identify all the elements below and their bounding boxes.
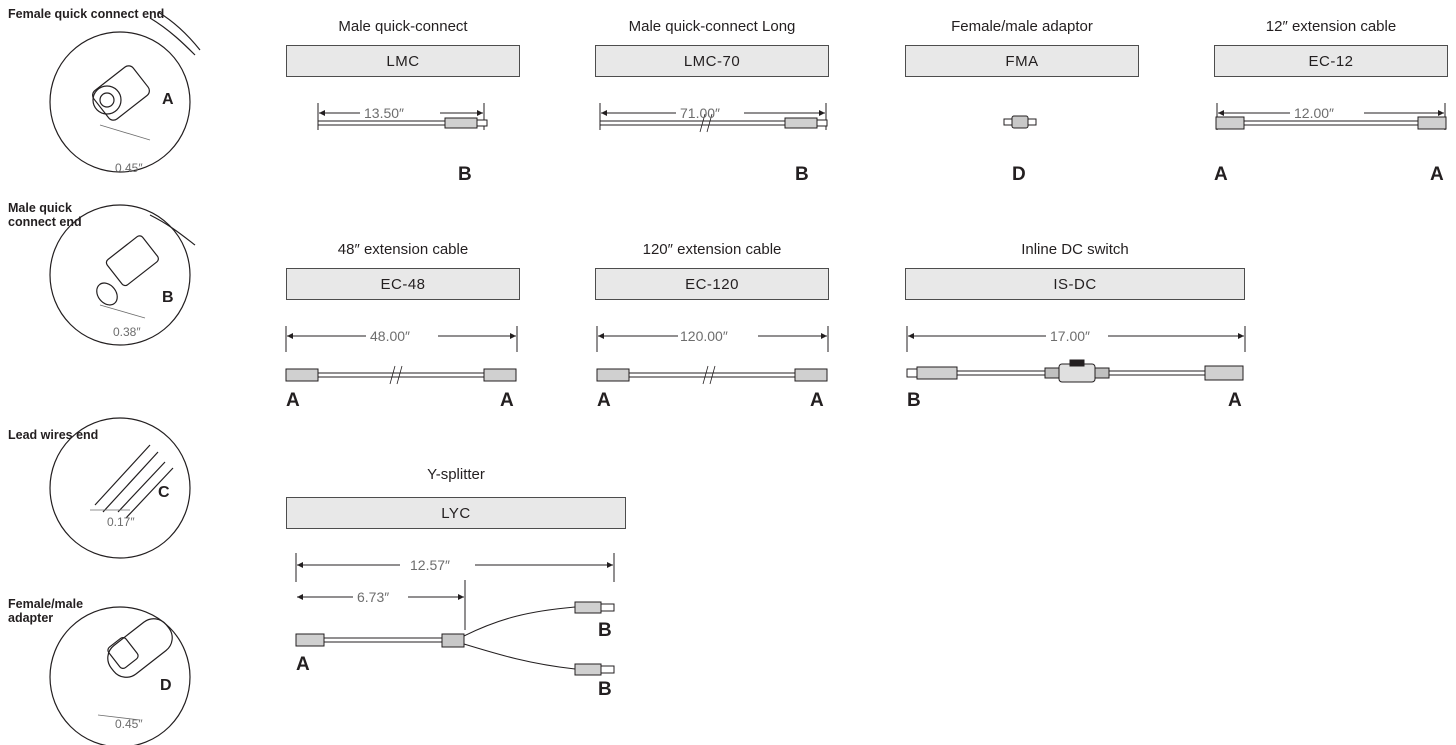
detail-circle bbox=[49, 31, 191, 173]
dimension-lyc-total: 12.57″ bbox=[410, 557, 450, 573]
connector-letter-d: D bbox=[160, 677, 172, 694]
end-letter-ec-48-right: A bbox=[500, 390, 514, 411]
female-quick-connect-detail bbox=[49, 11, 201, 173]
end-letter-ec-12-right: A bbox=[1430, 164, 1444, 185]
product-code-lmc-70: LMC-70 bbox=[595, 45, 829, 77]
dimension-ec-12: 12.00″ bbox=[1294, 105, 1334, 121]
product-code-lyc: LYC bbox=[286, 497, 626, 529]
end-letter-ec-12-left: A bbox=[1214, 164, 1228, 185]
male-quick-connect-detail bbox=[49, 204, 196, 346]
connector-dim-d: 0.45″ bbox=[115, 717, 143, 731]
end-letter-ec-120-left: A bbox=[597, 390, 611, 411]
product-title-lmc: Male quick-connect bbox=[338, 18, 468, 35]
detail-circle bbox=[49, 606, 191, 745]
dimension-ec-48: 48.00″ bbox=[370, 328, 410, 344]
connector-end-label-b: Male quick connect end bbox=[8, 201, 82, 229]
product-title-lmc-70: Male quick-connect Long bbox=[628, 18, 796, 35]
cable-ec-12 bbox=[1215, 103, 1447, 130]
product-code-ec-48: EC-48 bbox=[286, 268, 520, 300]
cable-lyc bbox=[295, 553, 615, 676]
dimension-ec-120: 120.00″ bbox=[680, 328, 728, 344]
connector-dim-c: 0.17″ bbox=[107, 515, 135, 529]
product-title-fma: Female/male adaptor bbox=[951, 18, 1093, 35]
connector-letter-a: A bbox=[162, 91, 174, 108]
lead-wires-detail bbox=[49, 417, 191, 559]
product-title-ec-48: 48″ extension cable bbox=[337, 241, 469, 258]
end-letter-fma: D bbox=[1012, 164, 1026, 185]
end-letter-lmc-70-right: B bbox=[795, 164, 809, 185]
detail-circle bbox=[49, 417, 191, 559]
end-letter-ec-48-left: A bbox=[286, 390, 300, 411]
product-code-lmc: LMC bbox=[286, 45, 520, 77]
end-letter-is-dc-right: A bbox=[1228, 390, 1242, 411]
detail-circle bbox=[49, 204, 191, 346]
product-title-ec-120: 120″ extension cable bbox=[642, 241, 782, 258]
product-code-is-dc: IS-DC bbox=[905, 268, 1245, 300]
cable-is-dc bbox=[906, 326, 1246, 383]
connector-dim-b: 0.38″ bbox=[113, 325, 141, 339]
product-title-ec-12: 12″ extension cable bbox=[1265, 18, 1397, 35]
cable-lmc bbox=[317, 103, 488, 130]
dimension-is-dc: 17.00″ bbox=[1050, 328, 1090, 344]
end-letter-lmc-right: B bbox=[458, 164, 472, 185]
connector-end-label-a: Female quick connect end bbox=[8, 7, 165, 21]
connector-letter-c: C bbox=[158, 484, 170, 501]
end-letter-lyc-right-top: B bbox=[598, 620, 612, 641]
end-letter-ec-120-right: A bbox=[810, 390, 824, 411]
cable-ec-48 bbox=[285, 326, 518, 385]
cable-lmc-70 bbox=[599, 103, 828, 133]
connector-end-label-c: Lead wires end bbox=[8, 428, 99, 442]
product-code-fma: FMA bbox=[905, 45, 1139, 77]
connector-letter-b: B bbox=[162, 289, 174, 306]
connector-end-label-d: Female/male adapter bbox=[8, 597, 84, 625]
product-title-is-dc: Inline DC switch bbox=[1021, 241, 1129, 258]
dimension-lmc: 13.50″ bbox=[364, 105, 404, 121]
end-letter-lyc-right-bottom: B bbox=[598, 679, 612, 700]
end-letter-is-dc-left: B bbox=[907, 390, 921, 411]
connector-dim-a: 0.45″ bbox=[115, 161, 143, 175]
female-male-adapter-detail bbox=[49, 606, 191, 745]
dimension-lmc-70: 71.00″ bbox=[680, 105, 720, 121]
male-connector bbox=[444, 117, 478, 129]
cable-fma bbox=[1003, 115, 1037, 129]
end-letter-lyc-left: A bbox=[296, 654, 310, 675]
product-code-ec-120: EC-120 bbox=[595, 268, 829, 300]
dimension-lyc-sub: 6.73″ bbox=[357, 589, 389, 605]
product-title-lyc: Y-splitter bbox=[427, 466, 485, 483]
product-code-ec-12: EC-12 bbox=[1214, 45, 1448, 77]
cable-ec-120 bbox=[596, 326, 829, 385]
